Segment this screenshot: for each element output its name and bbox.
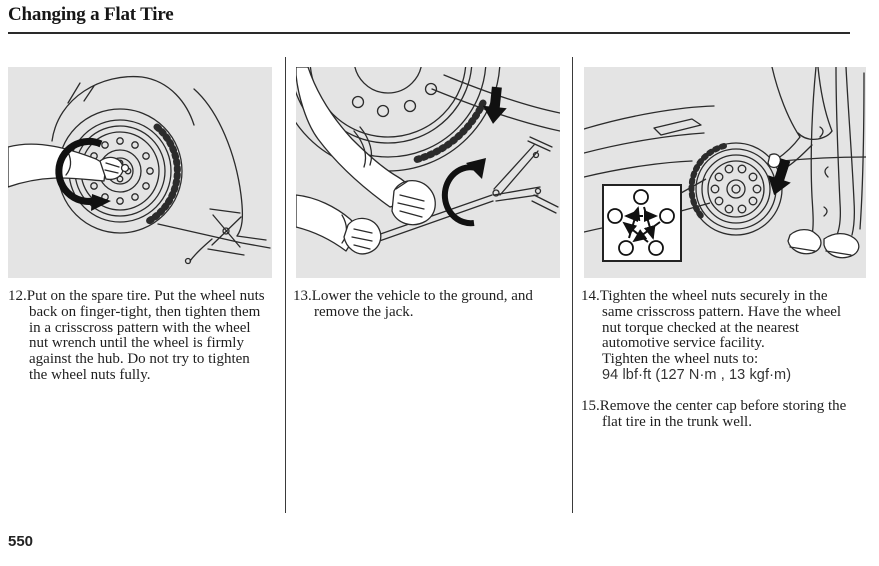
- step-15-body: Remove the center cap before storing the…: [599, 397, 847, 430]
- torque-value: 94 lbf·ft (127 N·m , 13 kgf·m): [602, 366, 792, 383]
- step-12: 12.Put on the spare tire. Put the wheel …: [8, 288, 266, 384]
- step-12-number: 12.: [8, 288, 27, 304]
- rotate-arrow-icon: [55, 137, 111, 211]
- step-15-number: 15.: [581, 397, 600, 414]
- step-13-body: Lower the vehicle to the ground, and rem…: [311, 288, 533, 320]
- step-14: 14.Tighten the wheel nuts securely in th…: [581, 288, 853, 352]
- step-13: 13.Lower the vehicle to the ground, and …: [293, 288, 555, 321]
- crisscross-pattern-diagram: [602, 178, 711, 262]
- illustration-step-13: [296, 67, 560, 278]
- column-divider: [572, 57, 573, 513]
- step-14-number: 14.: [581, 288, 600, 304]
- down-arrow-icon: [482, 86, 507, 124]
- step-12-body: Put on the spare tire. Put the wheel nut…: [26, 288, 265, 383]
- tighten-nuts-drawing: [584, 67, 866, 262]
- page-number: 550: [8, 533, 34, 550]
- step-13-number: 13.: [293, 288, 312, 304]
- down-arrow-icon: [767, 158, 791, 196]
- illustration-step-12: [8, 67, 272, 278]
- lower-vehicle-drawing: [296, 67, 560, 255]
- illustration-step-14: [584, 67, 866, 278]
- torque-spec: Tighten the wheel nuts to: 94 lbf·ft (12…: [602, 351, 853, 384]
- step-15: 15.Remove the center cap before storing …: [581, 397, 853, 431]
- title-rule: [8, 32, 850, 34]
- page-title: Changing a Flat Tire: [8, 4, 174, 25]
- rotate-arrow-icon: [441, 158, 486, 227]
- step-14-body: Tighten the wheel nuts securely in the s…: [599, 288, 842, 352]
- torque-label: Tighten the wheel nuts to:: [602, 351, 759, 368]
- step-14-15-text-block: 14.Tighten the wheel nuts securely in th…: [581, 288, 853, 431]
- step-12-text-block: 12.Put on the spare tire. Put the wheel …: [8, 288, 266, 384]
- column-divider: [285, 57, 286, 513]
- spare-tire-install-drawing: [8, 75, 271, 265]
- step-13-text-block: 13.Lower the vehicle to the ground, and …: [293, 288, 555, 321]
